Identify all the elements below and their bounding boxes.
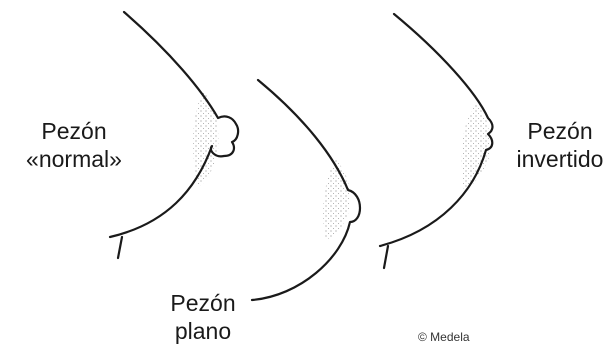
label-normal-line2: «normal» [18,145,130,173]
label-plano-line1: Pezón [160,289,246,317]
label-plano-line2: plano [160,317,246,345]
label-normal-line1: Pezón [18,117,130,145]
label-invertido-line1: Pezón [508,117,612,145]
label-pezon-normal: Pezón «normal» [18,117,130,173]
breast-plano-figure [252,80,360,300]
torso-line-normal [118,237,122,258]
torso-line-invertido [384,246,388,268]
breast-invertido-figure [380,14,493,268]
label-pezon-invertido: Pezón invertido [508,117,612,173]
label-invertido-line2: invertido [508,145,612,173]
label-pezon-plano: Pezón plano [160,289,246,345]
areola-plano [323,160,350,240]
areola-normal [193,92,218,188]
copyright-notice: © Medela [418,330,470,344]
